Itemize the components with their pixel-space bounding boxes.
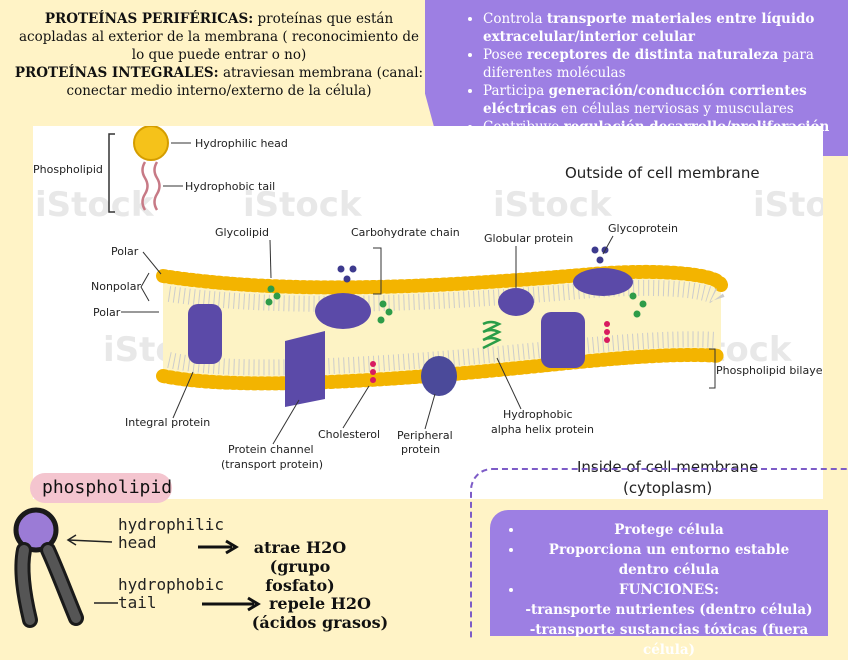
- outside-label: Outside of cell membrane: [565, 164, 760, 182]
- label-bilayer: Phospholipid bilayer: [716, 364, 823, 377]
- label-peripheral-1: Peripheral: [397, 429, 453, 442]
- integral-title: PROTEÍNAS INTEGRALES:: [15, 65, 219, 81]
- integral-protein-shape: [188, 304, 222, 364]
- function-item: Controla transporte materiales entre líq…: [483, 10, 836, 46]
- protection-item: FUNCIONES:: [524, 580, 814, 600]
- sketch-tail-label-2: tail: [118, 593, 157, 612]
- label-glycolipid: Glycolipid: [215, 226, 269, 239]
- label-polar-bottom: Polar: [93, 306, 121, 319]
- head-note-1: atrae H2O: [240, 538, 360, 557]
- legend-head-icon: [134, 126, 168, 160]
- head-note-2: (grupo fosfato): [240, 557, 360, 595]
- protection-item: -transporte nutrientes (dentro célula): [524, 600, 814, 620]
- watermark: iStock: [493, 185, 613, 225]
- sketch-head-label-1: hydrophilic: [118, 515, 224, 534]
- label-cholesterol: Cholesterol: [318, 428, 380, 441]
- label-nonpolar: Nonpolar: [91, 280, 141, 293]
- protection-list: Protege célula Proporciona un entorno es…: [490, 510, 828, 660]
- protein-channel-shape: [285, 331, 325, 407]
- head-note: atrae H2O (grupo fosfato): [240, 538, 360, 595]
- label-carbohydrate: Carbohydrate chain: [351, 226, 460, 239]
- protection-box: Protege célula Proporciona un entorno es…: [490, 510, 828, 636]
- watermark: iStock: [35, 185, 155, 225]
- definitions-note: PROTEÍNAS PERIFÉRICAS: proteínas que est…: [14, 10, 424, 100]
- glycoprotein-shape: [573, 268, 633, 296]
- legend-hydrophilic: Hydrophilic head: [195, 137, 288, 150]
- watermark: iStock: [753, 185, 823, 225]
- legend-phospholipid: Phospholipid: [33, 163, 103, 176]
- globular-protein-shape: [498, 288, 534, 316]
- tail-note: repele H2O (ácidos grasos): [250, 594, 390, 632]
- label-alpha-1: Hydrophobic: [503, 408, 573, 421]
- protection-item: -transporte sustancias tóxicas (fuera cé…: [524, 620, 814, 660]
- label-polar-top: Polar: [111, 245, 139, 258]
- carbohydrate-protein-shape: [315, 293, 371, 329]
- membrane-svg: iStock iStock iStock iStock iStock iStoc…: [33, 126, 823, 499]
- sketch-tail-label-1: hydrophobic: [118, 575, 224, 594]
- peripheral-definition: PROTEÍNAS PERIFÉRICAS: proteínas que est…: [14, 10, 424, 64]
- function-item: Posee receptores de distinta naturaleza …: [483, 46, 836, 82]
- protection-item: Protege célula: [524, 520, 814, 540]
- integral-definition: PROTEÍNAS INTEGRALES: atraviesan membran…: [14, 64, 424, 100]
- label-globular: Globular protein: [484, 232, 573, 245]
- label-channel-1: Protein channel: [228, 443, 314, 456]
- peripheral-protein-shape: [421, 356, 457, 396]
- label-alpha-2: alpha helix protein: [491, 423, 594, 436]
- tail-note-1: repele H2O: [250, 594, 390, 613]
- membrane-diagram: iStock iStock iStock iStock iStock iStoc…: [33, 126, 823, 499]
- peripheral-title: PROTEÍNAS PERIFÉRICAS:: [45, 11, 253, 27]
- legend-hydrophobic: Hydrophobic tail: [185, 180, 275, 193]
- function-item: Participa generación/conducción corrient…: [483, 82, 836, 118]
- label-glycoprotein: Glycoprotein: [608, 222, 678, 235]
- protection-item: Proporciona un entorno estable dentro cé…: [524, 540, 814, 580]
- label-integral: Integral protein: [125, 416, 210, 429]
- tail-note-2: (ácidos grasos): [250, 613, 390, 632]
- channel-protein-shape: [541, 312, 585, 368]
- label-peripheral-2: protein: [401, 443, 440, 456]
- sketch-head-label-2: head: [118, 533, 157, 552]
